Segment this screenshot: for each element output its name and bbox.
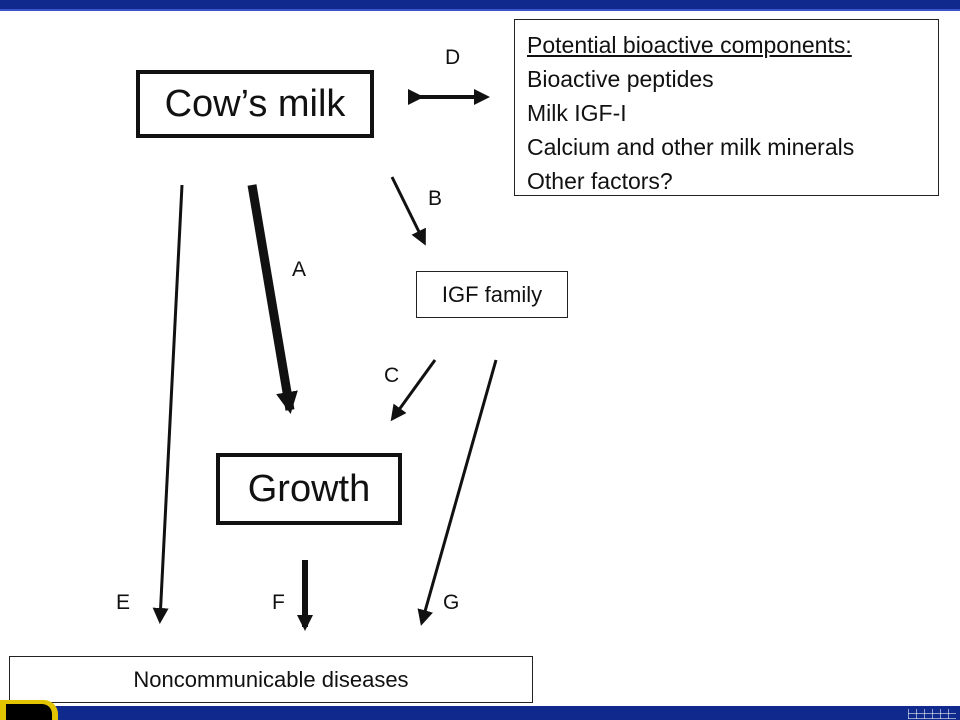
node-igf-family: IGF family xyxy=(416,271,568,318)
component-item: Calcium and other milk minerals xyxy=(527,134,855,160)
component-item: Milk IGF-I xyxy=(527,100,627,126)
edge-label-g: G xyxy=(443,591,460,614)
node-cows-milk-label: Cow’s milk xyxy=(164,82,346,125)
components-title: Potential bioactive components: xyxy=(527,32,852,58)
slide-top-bar xyxy=(0,0,960,9)
slide-bottom-bar xyxy=(0,706,960,720)
edge-label-d: D xyxy=(445,46,461,69)
node-cows-milk: Cow’s milk xyxy=(136,70,374,138)
node-noncommunicable-diseases: Noncommunicable diseases xyxy=(9,656,533,703)
arrow-b xyxy=(390,176,426,246)
slide-top-bar-accent xyxy=(0,9,960,11)
arrow-g xyxy=(417,359,498,626)
arrow-c xyxy=(390,359,437,422)
arrow-e xyxy=(152,184,184,624)
edge-label-b: B xyxy=(428,187,443,210)
edge-label-e: E xyxy=(116,591,131,614)
component-item: Other factors? xyxy=(527,168,673,194)
node-growth-label: Growth xyxy=(247,467,371,510)
slide-grid-decoration xyxy=(908,709,956,719)
bioactive-components-box: Potential bioactive components: Bioactiv… xyxy=(514,19,939,196)
slide-logo-inner xyxy=(6,704,52,720)
node-noncommunicable-diseases-label: Noncommunicable diseases xyxy=(133,666,409,692)
edge-label-a: A xyxy=(292,258,307,281)
arrow-a xyxy=(247,184,298,414)
edge-label-f: F xyxy=(272,591,285,614)
edge-label-c: C xyxy=(384,364,400,387)
node-growth: Growth xyxy=(216,453,402,525)
node-igf-family-label: IGF family xyxy=(441,281,543,307)
component-item: Bioactive peptides xyxy=(527,66,714,92)
